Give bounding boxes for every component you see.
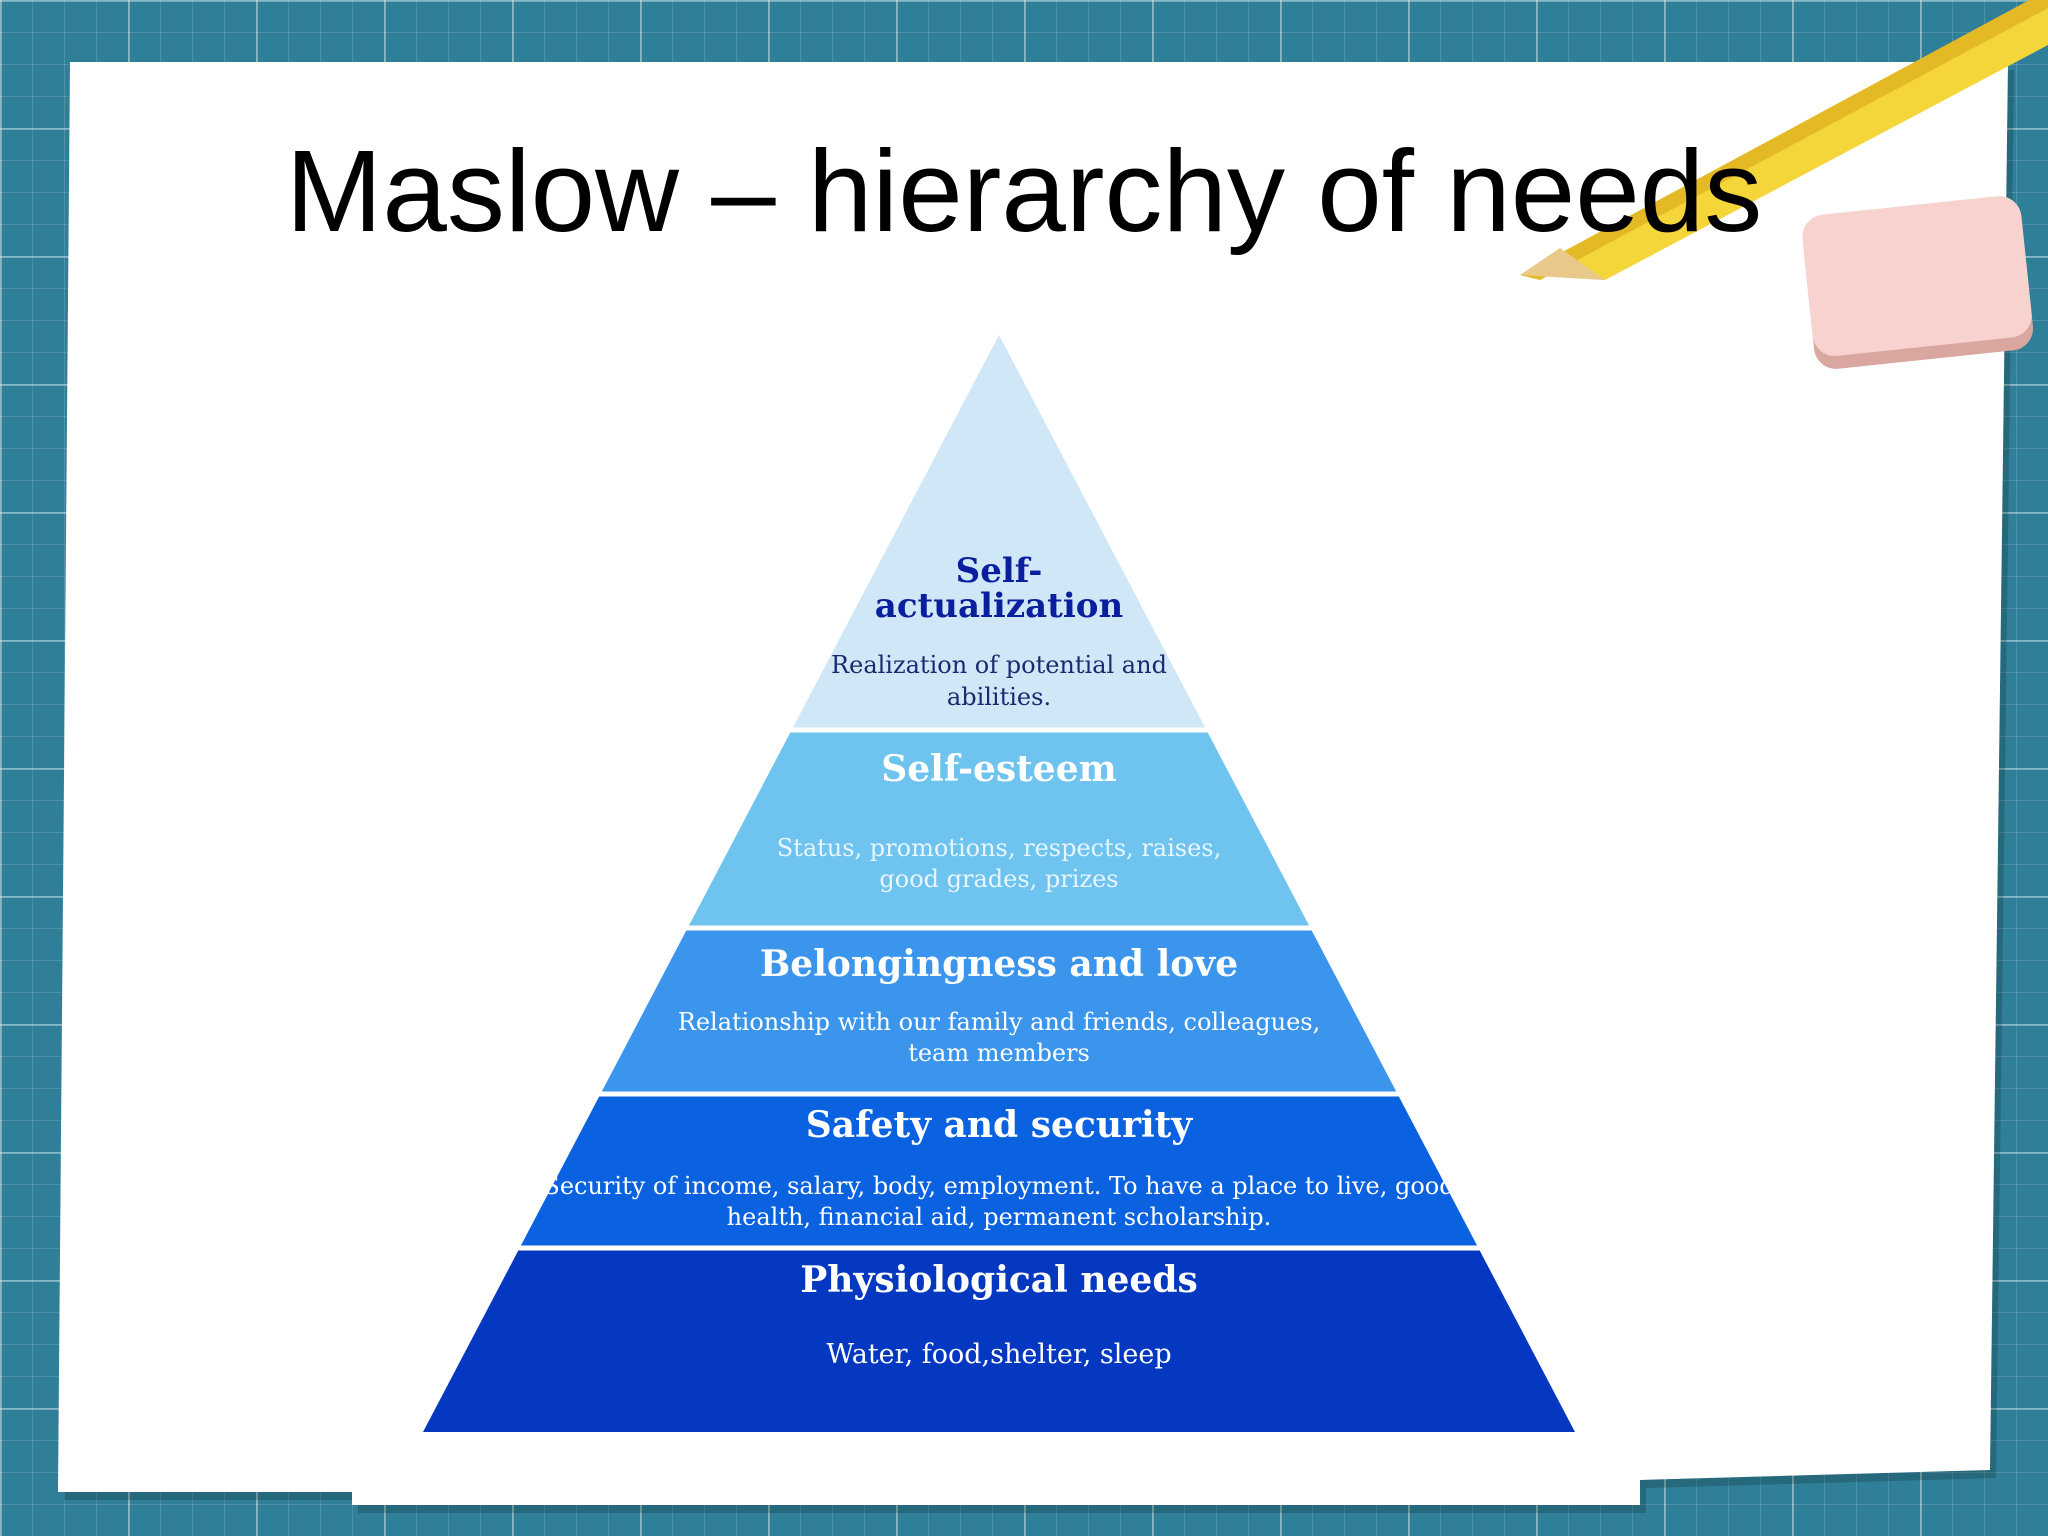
pyramid-level-shape: [520, 1096, 1478, 1246]
level-description: abilities.: [947, 683, 1051, 711]
level-description: Relationship with our family and friends…: [678, 1008, 1320, 1036]
level-description: Security of income, salary, body, employ…: [543, 1172, 1454, 1200]
slide-title: Maslow – hierarchy of needs: [285, 126, 1763, 256]
level-title: Self-esteem: [881, 748, 1116, 790]
level-title: actualization: [875, 586, 1123, 626]
level-title: Belongingness and love: [760, 943, 1238, 985]
level-title: Self-: [956, 551, 1043, 591]
level-description: health, financial aid, permanent scholar…: [727, 1203, 1272, 1231]
pyramid-level-shape: [688, 732, 1310, 926]
level-description: good grades, prizes: [879, 865, 1118, 893]
level-title: Physiological needs: [800, 1259, 1198, 1301]
level-description: team members: [908, 1039, 1090, 1067]
pyramid-level-shape: [423, 1250, 1575, 1432]
level-title: Safety and security: [806, 1104, 1194, 1146]
level-description: Status, promotions, respects, raises,: [777, 834, 1222, 862]
pyramid-level-shape: [601, 930, 1397, 1092]
pyramid-level-shape: [792, 335, 1206, 728]
level-description: Realization of potential and: [831, 651, 1167, 679]
level-description: Water, food,shelter, sleep: [826, 1339, 1171, 1370]
